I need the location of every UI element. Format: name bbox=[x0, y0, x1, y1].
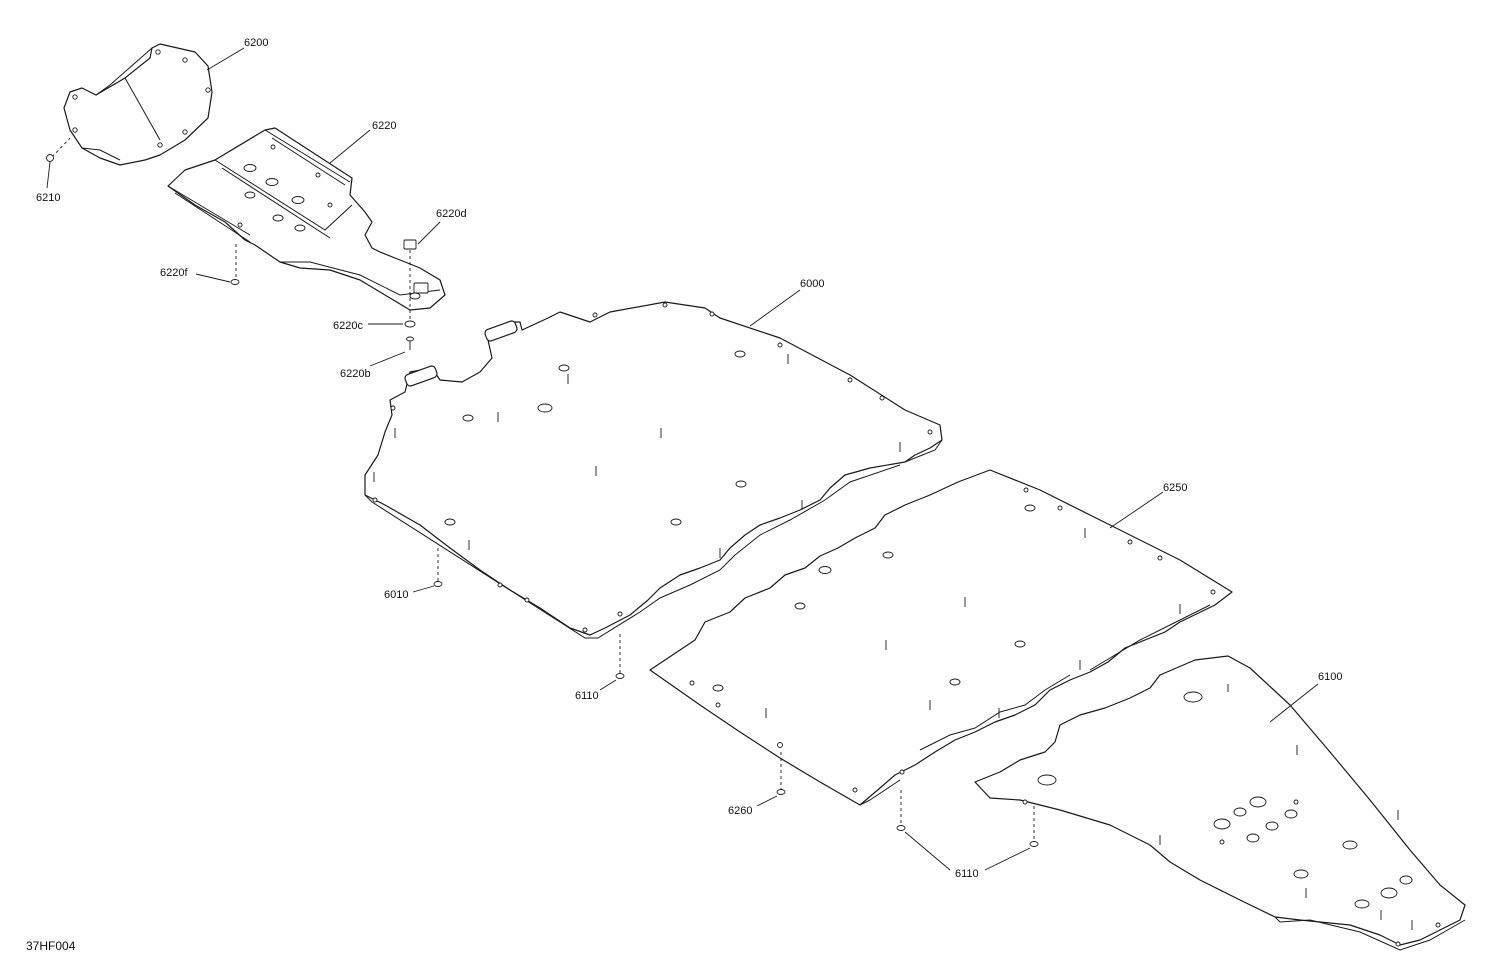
part-6220-middle-skid-plate[interactable] bbox=[167, 127, 446, 311]
part-6100-rear-skid-plate[interactable] bbox=[974, 655, 1466, 951]
label-6110-lower: 6110 bbox=[955, 868, 979, 880]
fasteners bbox=[46, 137, 1039, 847]
leader-lines bbox=[46, 47, 1319, 871]
label-6220: 6220 bbox=[372, 120, 396, 132]
label-6220f: 6220f bbox=[160, 267, 188, 279]
drawing-code: 37HF004 bbox=[26, 939, 76, 953]
part-6000-main-skid-plate[interactable] bbox=[364, 301, 943, 639]
part-6250-rear-skid-plate[interactable] bbox=[649, 469, 1233, 806]
label-6200: 6200 bbox=[244, 37, 268, 49]
label-6210: 6210 bbox=[36, 192, 60, 204]
label-6260: 6260 bbox=[728, 805, 752, 817]
label-6250: 6250 bbox=[1163, 482, 1187, 494]
part-labels: 6200 6210 6220 6220d 6220f 6220c 6220b 6… bbox=[36, 37, 1342, 880]
label-6220b: 6220b bbox=[340, 368, 371, 380]
part-6200-front-skid-plate[interactable] bbox=[63, 43, 213, 166]
label-6220c: 6220c bbox=[333, 320, 363, 332]
label-6110-upper: 6110 bbox=[575, 690, 599, 702]
label-6000: 6000 bbox=[800, 278, 824, 290]
label-6100: 6100 bbox=[1318, 671, 1342, 683]
label-6010: 6010 bbox=[384, 589, 408, 601]
label-6220d: 6220d bbox=[436, 208, 467, 220]
